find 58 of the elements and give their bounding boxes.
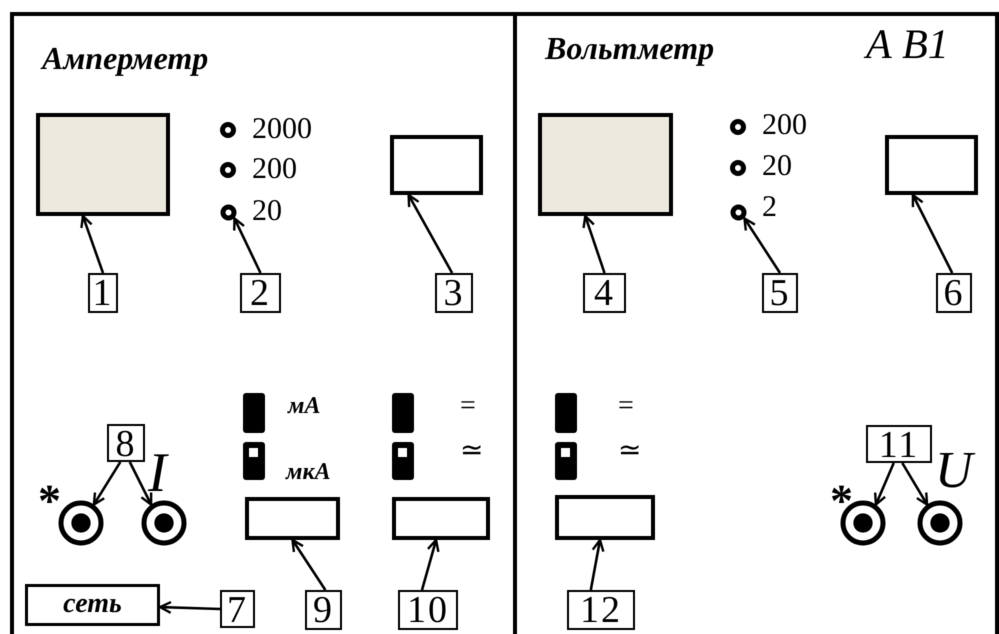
leader-line [901, 462, 928, 506]
leader-line [874, 462, 895, 506]
indicator-window [390, 135, 483, 195]
leader-line [80, 214, 104, 274]
indicator-window [555, 495, 655, 540]
callout-number: 6 [936, 273, 972, 313]
callout-number: 12 [567, 590, 635, 630]
leader-line [128, 461, 152, 506]
current-type-symbol: = [618, 392, 634, 420]
leader-line [291, 538, 326, 591]
leader-line [233, 217, 262, 274]
callout-number: 5 [762, 273, 798, 313]
leader-line [92, 461, 122, 506]
leader-line [407, 194, 454, 274]
leader-line [582, 214, 606, 274]
panel-heading: Амперметр [42, 42, 208, 74]
leader-line [420, 538, 440, 590]
range-value: 20 [252, 196, 282, 226]
display-window [538, 113, 673, 216]
input-terminal [141, 500, 187, 546]
current-type-symbol: = [460, 392, 476, 420]
range-value: 200 [252, 154, 297, 184]
current-symbol: I [148, 445, 167, 501]
leader-line [743, 217, 782, 274]
model-label: А В1 [866, 24, 949, 66]
callout-number: 11 [866, 425, 932, 463]
indicator-window [392, 497, 490, 540]
input-terminal [58, 500, 104, 546]
unit-label: мкА [286, 460, 331, 484]
polarity-mark: * [38, 478, 61, 524]
callout-number: 7 [220, 590, 255, 628]
range-selector [220, 204, 237, 221]
mains-switch-label: сеть [25, 584, 160, 626]
input-terminal [917, 500, 963, 546]
range-value: 200 [762, 110, 807, 140]
leader-line [912, 194, 954, 274]
range-value: 20 [762, 151, 792, 181]
unit-label: мА [288, 394, 320, 418]
indicator-window [885, 135, 978, 195]
callout-number: 8 [107, 424, 145, 462]
range-value: 2000 [252, 114, 312, 144]
callout-number: 9 [305, 590, 342, 630]
callout-number: 4 [583, 273, 626, 313]
voltage-symbol: U [935, 445, 973, 497]
callout-number: 10 [398, 590, 458, 630]
leader-line [590, 538, 605, 590]
callout-number: 1 [88, 273, 118, 313]
display-window [36, 113, 170, 216]
indicator-window [245, 497, 340, 540]
range-value: 2 [762, 192, 777, 222]
panel-heading: Вольтметр [545, 32, 714, 64]
callout-number: 3 [435, 273, 473, 313]
polarity-mark: * [830, 478, 853, 524]
callout-number: 2 [240, 273, 281, 313]
leader-line [158, 600, 220, 614]
current-type-symbol: ≃ [618, 437, 641, 465]
range-selector [730, 204, 747, 221]
current-type-symbol: ≃ [460, 437, 483, 465]
